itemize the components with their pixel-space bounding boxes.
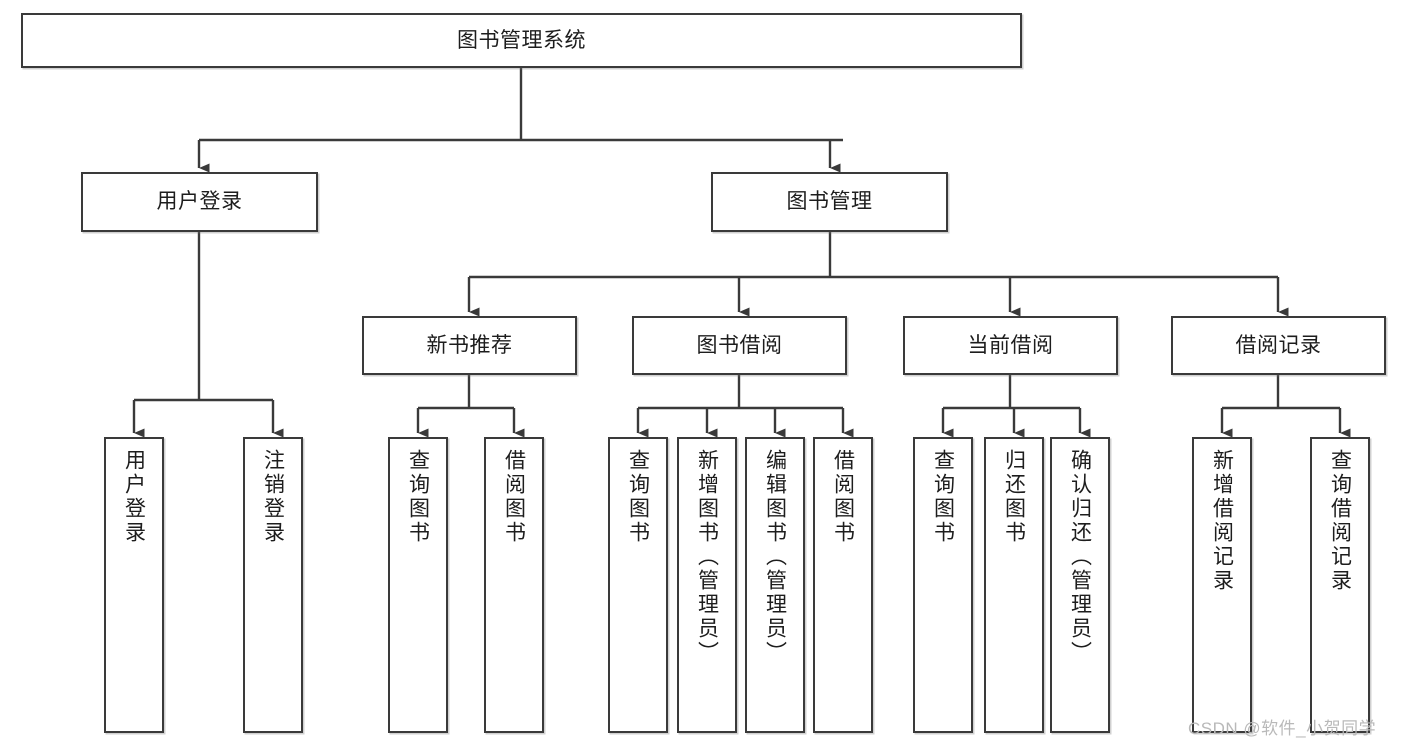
node-leaf-borrow-book-recommend-label: 借阅图书: [502, 449, 526, 545]
node-book-management[interactable]: 图书管理: [711, 172, 948, 232]
node-new-book-recommend[interactable]: 新书推荐: [362, 316, 577, 375]
node-leaf-return-book-label: 归还图书: [1002, 449, 1026, 545]
node-leaf-add-book[interactable]: 新增图书（管理员）: [677, 437, 737, 733]
node-leaf-user-login-label: 用户登录: [122, 449, 146, 545]
node-leaf-borrow-book-label: 借阅图书: [831, 449, 855, 545]
node-leaf-borrow-book-recommend[interactable]: 借阅图书: [484, 437, 544, 733]
node-leaf-add-borrow-record[interactable]: 新增借阅记录: [1192, 437, 1252, 733]
node-leaf-edit-book-label: 编辑图书（管理员）: [763, 449, 787, 665]
node-leaf-confirm-return[interactable]: 确认归还（管理员）: [1050, 437, 1110, 733]
node-current-borrow-label: 当前借阅: [967, 333, 1054, 357]
node-leaf-add-book-label: 新增图书（管理员）: [695, 449, 719, 665]
node-book-borrow-label: 图书借阅: [696, 333, 783, 357]
node-user-login-label: 用户登录: [156, 190, 243, 214]
node-leaf-user-logout[interactable]: 注销登录: [243, 437, 303, 733]
node-leaf-query-borrow-record-label: 查询借阅记录: [1328, 449, 1352, 593]
node-leaf-query-book-recommend[interactable]: 查询图书: [388, 437, 448, 733]
node-leaf-borrow-book[interactable]: 借阅图书: [813, 437, 873, 733]
node-root[interactable]: 图书管理系统: [21, 13, 1022, 68]
node-book-borrow[interactable]: 图书借阅: [632, 316, 847, 375]
node-leaf-query-book-current-label: 查询图书: [931, 449, 955, 545]
node-new-book-recommend-label: 新书推荐: [426, 333, 513, 357]
node-current-borrow[interactable]: 当前借阅: [903, 316, 1118, 375]
node-leaf-user-logout-label: 注销登录: [261, 449, 285, 545]
node-leaf-add-borrow-record-label: 新增借阅记录: [1210, 449, 1234, 593]
node-leaf-query-book-recommend-label: 查询图书: [406, 449, 430, 545]
node-leaf-edit-book[interactable]: 编辑图书（管理员）: [745, 437, 805, 733]
node-root-label: 图书管理系统: [457, 28, 586, 52]
node-leaf-query-borrow-record[interactable]: 查询借阅记录: [1310, 437, 1370, 733]
node-user-login[interactable]: 用户登录: [81, 172, 318, 232]
node-book-management-label: 图书管理: [786, 190, 873, 214]
node-borrow-record[interactable]: 借阅记录: [1171, 316, 1386, 375]
node-leaf-query-book-borrow-label: 查询图书: [626, 449, 650, 545]
node-leaf-return-book[interactable]: 归还图书: [984, 437, 1044, 733]
node-leaf-user-login[interactable]: 用户登录: [104, 437, 164, 733]
csdn-watermark: CSDN @软件_小贺同学: [1188, 719, 1377, 738]
node-leaf-confirm-return-label: 确认归还（管理员）: [1068, 449, 1092, 665]
node-leaf-query-book-current[interactable]: 查询图书: [913, 437, 973, 733]
node-borrow-record-label: 借阅记录: [1235, 333, 1322, 357]
node-leaf-query-book-borrow[interactable]: 查询图书: [608, 437, 668, 733]
